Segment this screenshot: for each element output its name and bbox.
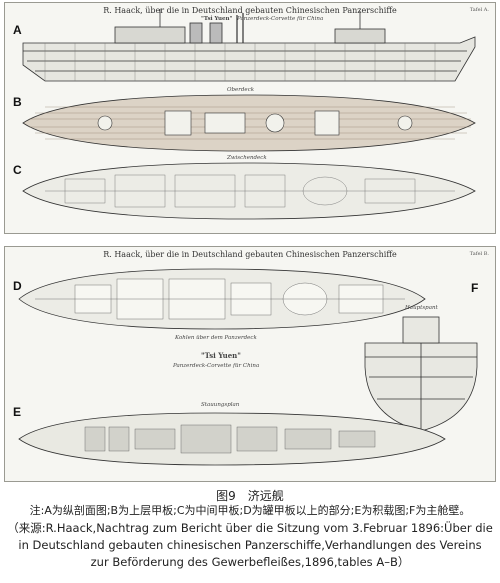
bulkhead-section-drawing xyxy=(364,316,478,432)
source-line-3: zur Beförderung des Gewerbefleißes,1896,… xyxy=(90,555,410,569)
label-d: D xyxy=(13,279,22,293)
label-b: B xyxy=(13,95,22,109)
plate-d-f: R. Haack, über die in Deutschland gebaut… xyxy=(4,246,496,482)
plate-tag: Tafel B. xyxy=(469,251,489,257)
ship-type-top: Panzerdeck-Corvette für China xyxy=(237,16,324,22)
ship-name-bottom: "Tsi Yuen" xyxy=(201,351,241,360)
ship-drawing-bottom xyxy=(18,268,478,466)
plate-a-c: R. Haack, über die in Deutschland gebaut… xyxy=(4,2,496,234)
label-a: A xyxy=(13,23,22,37)
ship-type-bottom: Panzerdeck-Corvette für China xyxy=(173,363,260,369)
label-c: C xyxy=(13,163,22,177)
deck-label-e: Stauungsplan xyxy=(201,402,240,408)
source-line-1: （来源:R.Haack,Nachtrag zum Bericht über di… xyxy=(7,521,493,535)
deck-label-b: Oberdeck xyxy=(227,87,255,93)
label-f: F xyxy=(471,281,479,295)
figure-source: （来源:R.Haack,Nachtrag zum Bericht über di… xyxy=(6,520,494,571)
stowage-plan-drawing xyxy=(18,412,446,466)
deck-label-c: Zwischendeck xyxy=(227,155,267,161)
plate-title: R. Haack, über die in Deutschland gebaut… xyxy=(103,250,397,259)
deck-label-d: Kohlen über dem Panzerdeck xyxy=(175,335,257,341)
section-label-f: Hauptspant xyxy=(405,305,438,311)
ship-drawing-top xyxy=(22,9,476,220)
ship-name-top: "Tsi Yuen" xyxy=(201,16,233,22)
label-e: E xyxy=(13,405,22,419)
upper-deck-drawing xyxy=(22,94,476,152)
figure-note: 注:A为纵剖面图;B为上层甲板;C为中间甲板;D为罐甲板以上的部分;E为积载图;… xyxy=(29,504,471,517)
plate-title: R. Haack, über die in Deutschland gebaut… xyxy=(103,6,397,15)
longitudinal-section-drawing xyxy=(22,9,476,82)
source-line-2: in Deutschland gebauten chinesischen Pan… xyxy=(18,538,482,552)
figure-number: 图9 济远舰 xyxy=(216,489,284,503)
plate-tag: Tafel A. xyxy=(469,7,489,13)
